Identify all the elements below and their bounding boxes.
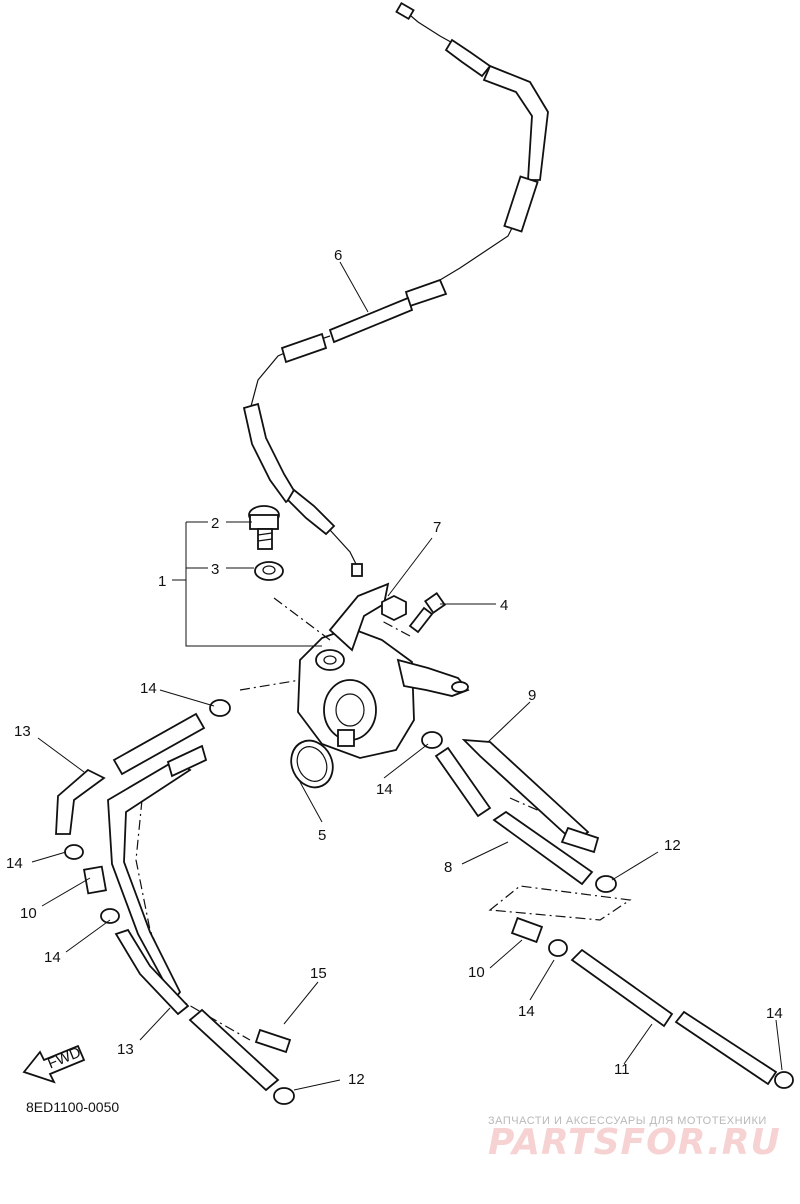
callout-4: 4 — [500, 597, 508, 614]
o-ring — [290, 739, 334, 789]
callout-7: 7 — [433, 519, 441, 536]
callout-10a: 10 — [20, 905, 37, 922]
callout-10b: 10 — [468, 964, 485, 981]
screw — [408, 591, 447, 634]
callout-2: 2 — [211, 515, 219, 532]
callout-13a: 13 — [14, 723, 31, 740]
hose-clamps — [64, 699, 794, 1089]
watermark-brand: PARTSFOR.RU — [488, 1122, 781, 1163]
diagram-code: 8ED1100-0050 — [26, 1099, 119, 1115]
callout-8: 8 — [444, 859, 452, 876]
callout-15: 15 — [310, 965, 327, 982]
callout-12b: 12 — [348, 1071, 365, 1088]
callout-14d: 14 — [44, 949, 61, 966]
callout-3: 3 — [211, 561, 219, 578]
callout-13b: 13 — [117, 1041, 134, 1058]
watermark-caption: ЗАПЧАСТИ И АКСЕССУАРЫ ДЛЯ МОТОТЕХНИКИ — [488, 1115, 767, 1127]
callout-labels: 1 2 3 4 5 6 7 8 9 10 10 11 12 12 13 13 1… — [6, 247, 783, 1088]
fwd-arrow-icon: FWD — [22, 1044, 86, 1084]
oil-hoses — [55, 712, 778, 1092]
callout-11: 11 — [614, 1061, 630, 1078]
watermark: ЗАПЧАСТИ И АКСЕССУАРЫ ДЛЯ МОТОТЕХНИКИ PA… — [488, 1115, 781, 1163]
callout-9: 9 — [528, 687, 536, 704]
hose-joints — [83, 865, 544, 944]
washer — [254, 561, 284, 581]
callout-14e: 14 — [518, 1003, 535, 1020]
leader-lines — [31, 261, 783, 1091]
callout-14c: 14 — [6, 855, 23, 872]
callout-5: 5 — [318, 827, 326, 844]
cable-nut — [381, 594, 407, 622]
callout-14f: 14 — [766, 1005, 783, 1022]
bolt — [248, 505, 280, 550]
pump-cable — [242, 1, 549, 577]
callout-14b: 14 — [376, 781, 393, 798]
callout-14a: 14 — [140, 680, 157, 697]
callout-1: 1 — [158, 573, 166, 590]
spring-clamps — [273, 875, 617, 1105]
callout-6: 6 — [334, 247, 342, 264]
callout-12a: 12 — [664, 837, 681, 854]
